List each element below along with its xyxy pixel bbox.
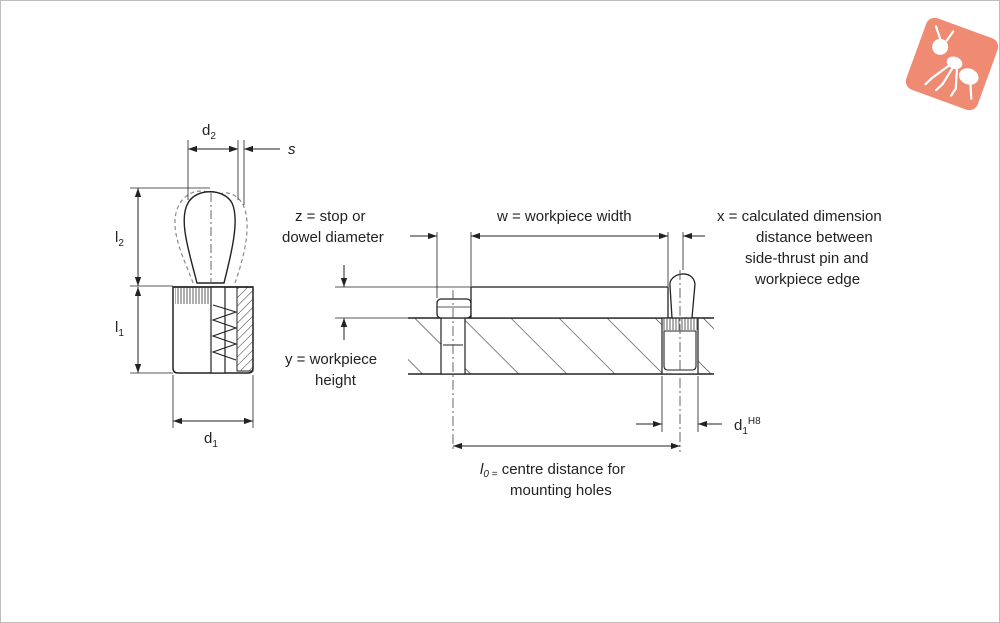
pin-housing-section <box>236 286 254 372</box>
pin-handle <box>183 191 236 284</box>
x-label-line4: workpiece edge <box>754 271 860 288</box>
pin-knurl <box>175 288 209 304</box>
swung-position-dashed <box>174 190 213 284</box>
dowel-stop <box>436 298 472 319</box>
mounting-diagram: z = stop or dowel diameter w = workpiece… <box>282 208 882 499</box>
thrust-pin-handle <box>669 273 696 319</box>
y-label-line1: y = workpiece <box>285 351 377 368</box>
workpiece <box>470 286 669 319</box>
z-label-line2: dowel diameter <box>282 229 384 246</box>
swung-position-dashed-right <box>217 192 248 284</box>
l1-label: l1 <box>115 319 124 339</box>
l2-label: l2 <box>115 229 124 249</box>
y-label-line2: height <box>315 372 357 389</box>
l0-label-line2: mounting holes <box>510 482 612 499</box>
x-label-line2: distance between <box>756 229 873 246</box>
d2-label: d2 <box>202 122 216 142</box>
pin-plunger <box>210 286 226 374</box>
s-label: s <box>288 141 296 158</box>
w-label: w = workpiece width <box>496 208 632 225</box>
z-label-line1: z = stop or <box>295 208 365 225</box>
side-thrust-pin-view: d2 s l2 l1 d1 <box>115 122 296 450</box>
pin-spring <box>211 304 238 361</box>
l0-label-line1: l0 = centre distance for <box>480 461 625 480</box>
x-label-line3: side-thrust pin and <box>745 250 868 267</box>
x-label-line1: x = calculated dimension <box>717 208 882 225</box>
ant-robot-logo-icon <box>905 17 999 111</box>
d1-label-left: d1 <box>204 430 218 450</box>
d1h8-label: d1H8 <box>734 416 761 437</box>
